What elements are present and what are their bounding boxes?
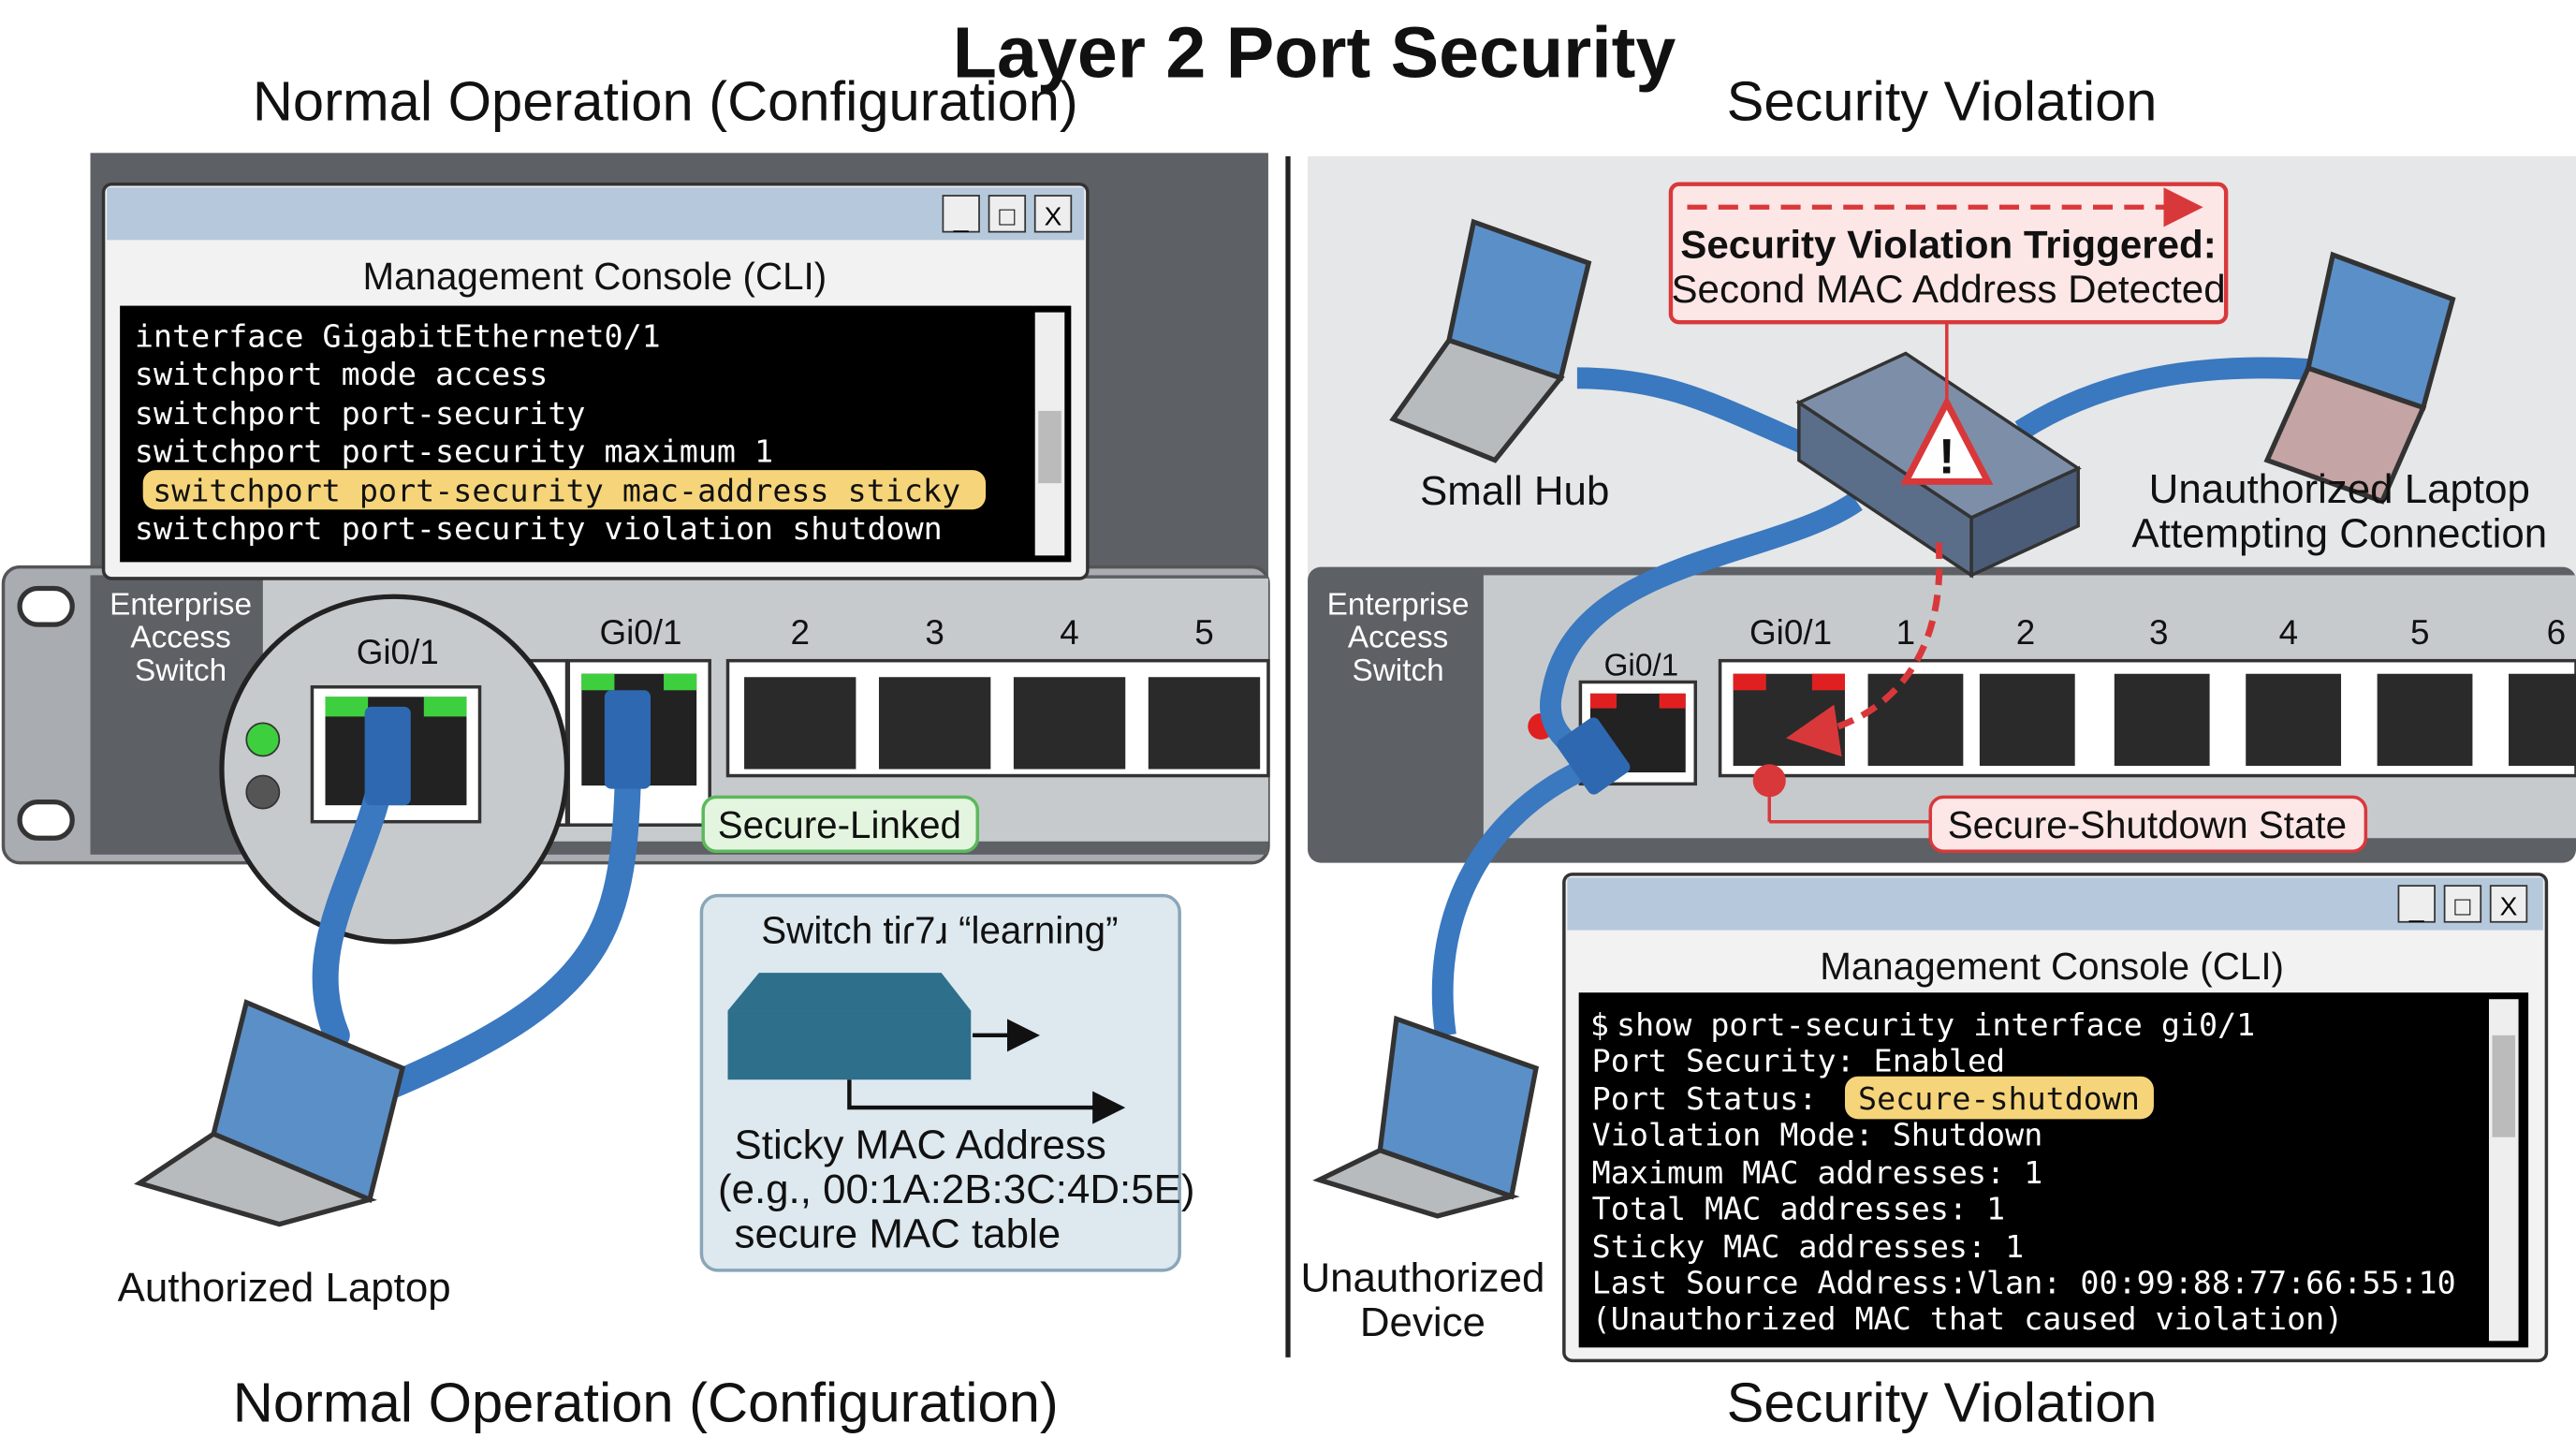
close-button[interactable] bbox=[2489, 885, 2528, 923]
laptop-icon bbox=[1389, 218, 1592, 463]
switch-label: Enterprise bbox=[1327, 588, 1470, 623]
maximize-button[interactable] bbox=[988, 195, 1027, 233]
learning-line: (e.g., 00:1A:2B:3C:4D:5E) bbox=[718, 1167, 1195, 1212]
ethernet-cable bbox=[2014, 357, 2318, 440]
unauthorized-device-label: Unauthorized bbox=[1300, 1255, 1544, 1301]
switch-label: Access bbox=[130, 621, 230, 655]
scrollbar-thumb[interactable] bbox=[1038, 410, 1061, 484]
right-caption: Security Violation bbox=[1727, 1371, 2158, 1433]
cli-line: Last Source Address:Vlan: 00:99:88:77:66… bbox=[1592, 1264, 2456, 1300]
cli-line: Port Status: bbox=[1592, 1080, 1818, 1117]
port-label: Gi0/1 bbox=[1749, 613, 1832, 652]
port-label: 6 bbox=[2547, 613, 2566, 652]
port-label: 4 bbox=[2279, 613, 2299, 652]
status-badge-text: Secure-Linked bbox=[718, 803, 961, 846]
console-title: Management Console (CLI) bbox=[362, 255, 827, 298]
cli-line-highlighted: switchport port-security mac-address sti… bbox=[153, 472, 960, 508]
port-label: 5 bbox=[1194, 613, 1214, 652]
switch-label: Enterprise bbox=[110, 588, 252, 623]
switch-icon bbox=[727, 973, 972, 1080]
cli-line: Maximum MAC addresses: 1 bbox=[1592, 1154, 2043, 1191]
cli-line: (Unauthorized MAC that caused violation) bbox=[1592, 1300, 2344, 1337]
fault-led bbox=[1752, 764, 1786, 798]
console-title: Management Console (CLI) bbox=[1820, 945, 2284, 988]
rj45-plug bbox=[1557, 717, 1631, 795]
warning-icon: ! bbox=[1900, 395, 1994, 485]
learning-line: secure MAC table bbox=[735, 1211, 1061, 1256]
port-label: 2 bbox=[2016, 613, 2035, 652]
cli-prompt: $ bbox=[1590, 1006, 1609, 1043]
cli-command: show port-security interface gi0/1 bbox=[1617, 1006, 2255, 1043]
ethernet-cable bbox=[1576, 367, 1828, 462]
port-label: Gi0/1 bbox=[1604, 648, 1679, 682]
left-caption: Normal Operation (Configuration) bbox=[233, 1371, 1059, 1433]
status-badge-text: Secure-Shutdown State bbox=[1948, 803, 2347, 846]
terminal bbox=[120, 305, 1072, 563]
port-label: 3 bbox=[2149, 613, 2169, 652]
learning-box: Switch tiɾ7ɹ “learning” Sticky MAC Addre… bbox=[699, 893, 1195, 1272]
alert-subtitle: Second MAC Address Detected bbox=[1671, 267, 2225, 311]
cli-line: Port Security: Enabled bbox=[1592, 1042, 2005, 1078]
port-label: 3 bbox=[925, 613, 944, 652]
status-badge bbox=[1928, 795, 2368, 854]
unauthorized-laptop-icon bbox=[2263, 251, 2456, 505]
cli-status-highlight: Secure-shutdown bbox=[1858, 1080, 2140, 1117]
cli-line: switchport port-security violation shutd… bbox=[135, 510, 943, 547]
console-window: _ □ X Management Console (CLI) interface… bbox=[101, 182, 1090, 580]
console-window: _ □ X Management Console (CLI) $ show po… bbox=[1562, 873, 2549, 1363]
right-heading: Security Violation bbox=[1727, 69, 2158, 132]
laptop-icon bbox=[134, 999, 406, 1227]
port-label: 2 bbox=[790, 613, 810, 652]
maximize-icon: □ bbox=[999, 202, 1015, 231]
maximize-button[interactable] bbox=[2443, 885, 2482, 923]
close-icon: X bbox=[2500, 892, 2518, 921]
rj45-plug bbox=[604, 690, 651, 789]
page-title: Layer 2 Port Security bbox=[953, 13, 1676, 94]
svg-text:!: ! bbox=[1939, 430, 1955, 485]
unauthorized-device-icon bbox=[1312, 1015, 1540, 1219]
alert-title: Security Violation Triggered: bbox=[1680, 223, 2217, 267]
status-badge bbox=[701, 795, 980, 854]
unauthorized-laptop-label: Attempting Connection bbox=[2131, 511, 2547, 557]
close-button[interactable] bbox=[1033, 195, 1073, 233]
violation-alert: Security Violation Triggered: Second MAC… bbox=[1668, 182, 2229, 325]
cli-line: interface GigabitEthernet0/1 bbox=[135, 317, 661, 354]
minimize-button[interactable] bbox=[2397, 885, 2436, 923]
port-label: Gi0/1 bbox=[599, 613, 681, 652]
violation-arrow bbox=[1785, 542, 1943, 757]
port-label: 4 bbox=[1060, 613, 1079, 652]
cli-line: Sticky MAC addresses: 1 bbox=[1592, 1228, 2025, 1265]
cli-line: switchport mode access bbox=[135, 356, 548, 392]
learning-title: Switch tiɾ7ɹ “learning” bbox=[761, 909, 1118, 952]
ethernet-cable bbox=[381, 723, 643, 1098]
left-heading: Normal Operation (Configuration) bbox=[253, 69, 1078, 132]
cli-line: Total MAC addresses: 1 bbox=[1592, 1190, 2005, 1226]
cli-line: Violation Mode: Shutdown bbox=[1592, 1116, 2043, 1152]
unauthorized-laptop-label: Unauthorized Laptop bbox=[2149, 466, 2530, 512]
port-label: Gi0/1 bbox=[357, 633, 439, 671]
minimize-icon: _ bbox=[2408, 893, 2424, 922]
maximize-icon: □ bbox=[2454, 892, 2470, 921]
cli-line: switchport port-security maximum 1 bbox=[135, 433, 773, 469]
close-icon: X bbox=[1045, 202, 1062, 231]
learning-line: Sticky MAC Address bbox=[735, 1122, 1106, 1167]
switch-label: Switch bbox=[135, 653, 227, 688]
hub-label: Small Hub bbox=[1420, 468, 1609, 514]
unauthorized-device-label: Device bbox=[1360, 1299, 1486, 1345]
rj45-plug bbox=[364, 706, 411, 806]
switch-label: Switch bbox=[1353, 653, 1444, 688]
cli-line: switchport port-security bbox=[135, 395, 586, 432]
arrow-icon bbox=[847, 1079, 1126, 1124]
laptop-label: Authorized Laptop bbox=[118, 1265, 451, 1311]
minimize-icon: _ bbox=[953, 203, 969, 232]
scrollbar-thumb[interactable] bbox=[2492, 1034, 2516, 1137]
port-label: 1 bbox=[1896, 613, 1915, 652]
minimize-button[interactable] bbox=[942, 195, 980, 233]
port-label: 5 bbox=[2410, 613, 2429, 652]
switch-label: Access bbox=[1348, 621, 1448, 655]
terminal bbox=[1578, 992, 2529, 1348]
